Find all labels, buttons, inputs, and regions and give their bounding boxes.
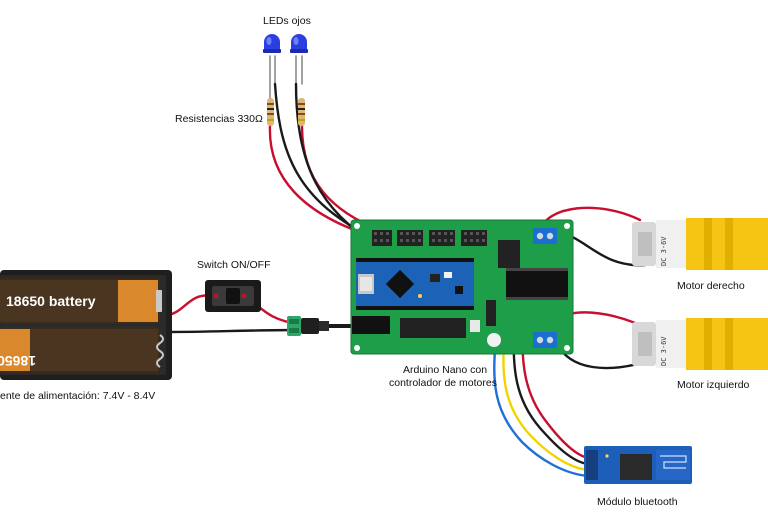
battery-top-label: 18650 battery [6, 293, 96, 309]
motor-right-marking: DC 3-6V [660, 236, 668, 266]
label-leds: LEDs ojos [263, 15, 311, 27]
battery-pack: 18650 battery 18650 battery [0, 270, 172, 380]
label-switch: Switch ON/OFF [197, 259, 271, 271]
label-resistors: Resistencias 330Ω [175, 113, 263, 125]
terminal-motor-right [533, 228, 557, 244]
label-arduino-line2: controlador de motores [389, 377, 497, 389]
header-top [372, 230, 487, 246]
resistor-1 [267, 98, 274, 126]
led-2 [290, 34, 308, 53]
dc-terminal [287, 316, 329, 336]
label-motor-left: Motor izquierdo [677, 379, 750, 391]
bt-header [498, 240, 520, 268]
label-bluetooth: Módulo bluetooth [597, 496, 678, 508]
led-1 [263, 34, 281, 53]
motor-left: DC 3-6V [632, 318, 768, 370]
label-power-supply: ente de alimentación: 7.4V - 8.4V [0, 390, 155, 402]
arduino-nano [356, 258, 474, 310]
label-motor-right: Motor derecho [677, 280, 745, 292]
bluetooth-module [584, 446, 692, 484]
motor-right: DC 3-6V [632, 218, 768, 270]
label-arduino-line1: Arduino Nano con [403, 364, 487, 376]
motor-driver-chip [506, 268, 568, 300]
terminal-motor-left [533, 332, 557, 348]
resistor-2 [298, 98, 305, 126]
motor-left-marking: DC 3-6V [660, 336, 668, 366]
wire-batt-black [166, 328, 302, 334]
header-bottom [400, 300, 501, 347]
controller-board [350, 219, 574, 355]
power-switch [205, 280, 261, 312]
battery-bottom-label: 18650 battery [0, 353, 36, 369]
board-power-jack [352, 316, 390, 334]
